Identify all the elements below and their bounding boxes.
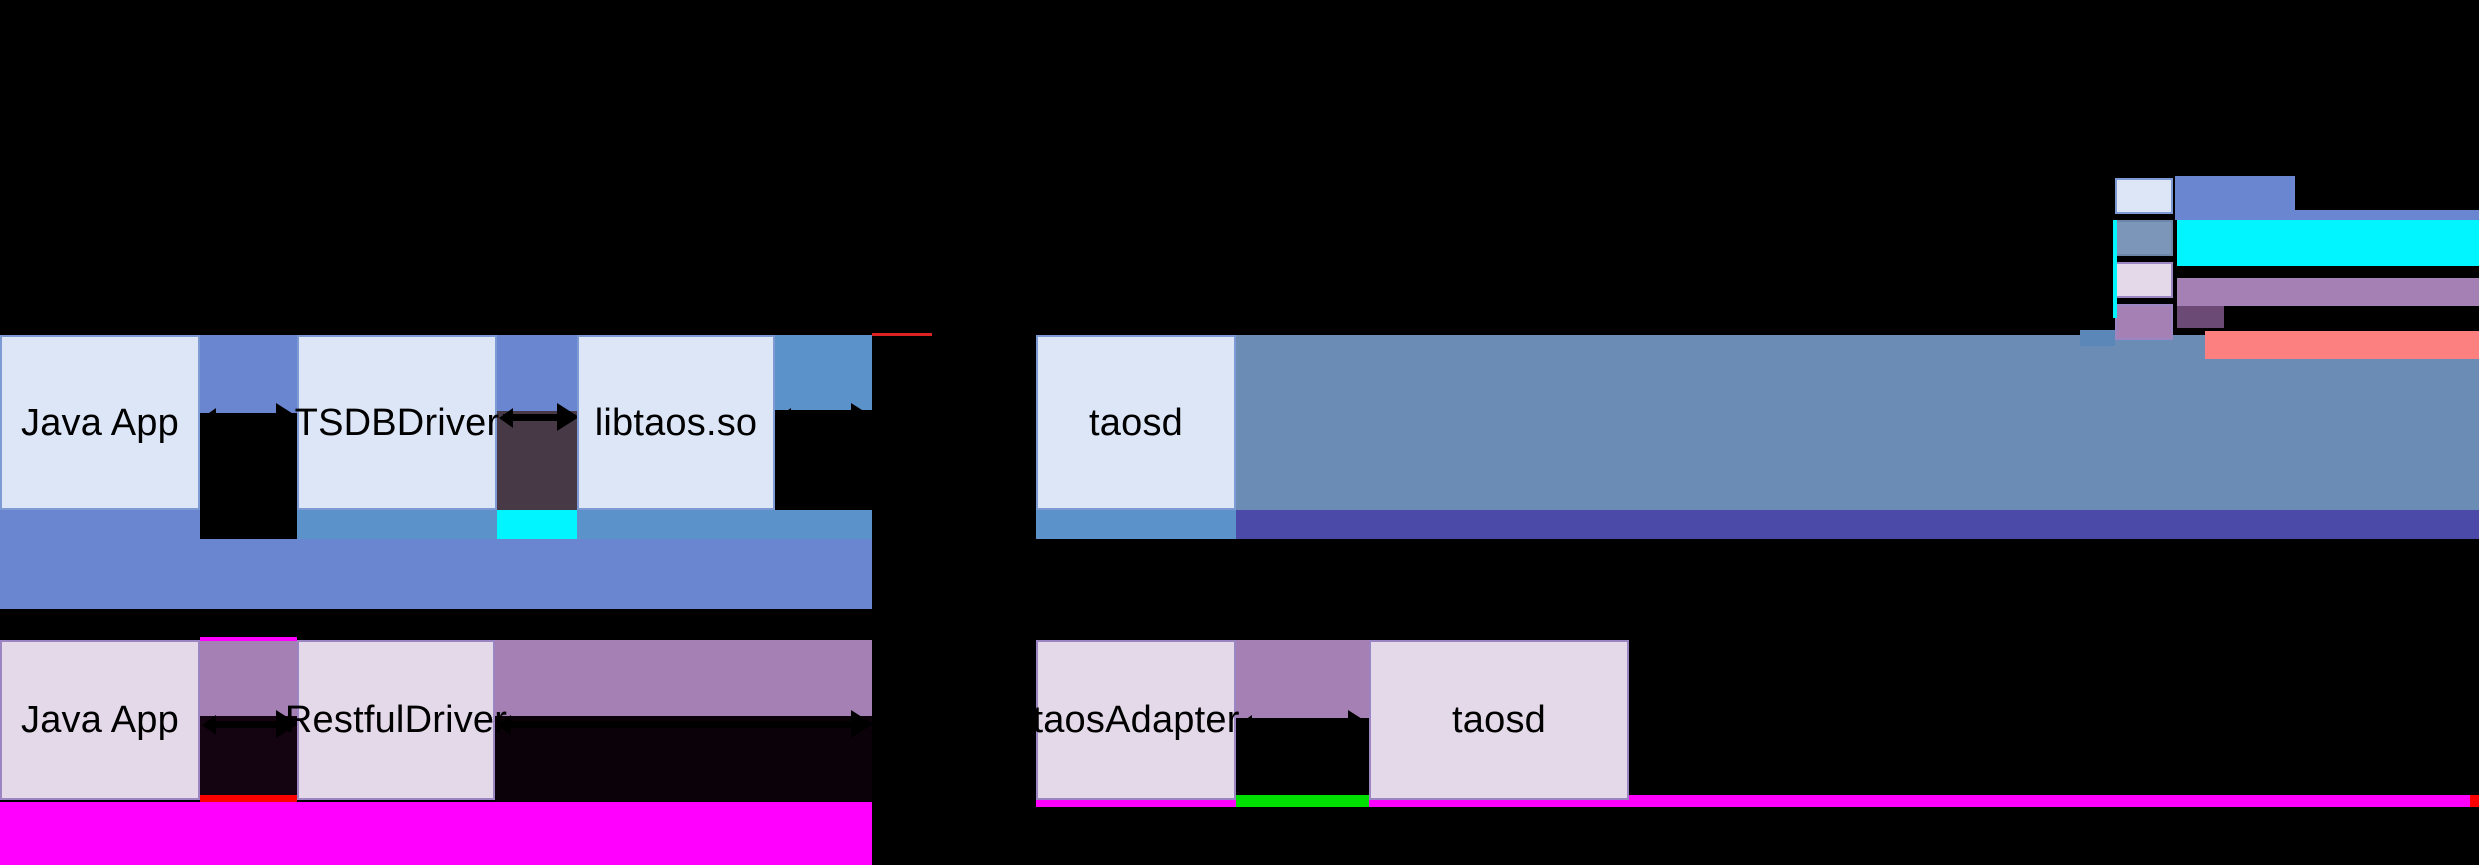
overlay-periwinkle-connector-2 [497,335,577,413]
overlay-line-red-top [872,333,932,336]
node-java-app-native[interactable]: Java App [0,335,200,510]
node-label: taosd [1089,401,1183,444]
overlay-rail-red [200,795,297,805]
legend-swatch-slateblue [2115,220,2173,256]
legend-row-1[interactable] [2115,178,2185,214]
legend-row-4[interactable] [2115,304,2185,340]
overlay-rail-taosd-native [1036,510,1236,539]
overlay-mauve-connector-2 [1236,640,1369,718]
overlay-legend-periwinkle-wide [2175,210,2479,220]
overlay-rail-steelblue-right [577,510,872,539]
overlay-legend-plum [2177,306,2224,328]
node-taos-adapter[interactable]: taosAdapter [1032,640,1239,800]
overlay-rail-green [1236,795,1369,807]
node-taosd-rest[interactable]: taosd [1369,640,1629,800]
node-label: TSDBDriver [294,401,500,444]
node-label: taosAdapter [1032,699,1240,741]
node-taosd-native[interactable]: taosd [1036,335,1236,510]
overlay-rail-magenta-right [1369,795,2477,807]
overlay-mauve-connector-1 [200,640,297,718]
overlay-legend-periwinkle [2175,176,2295,210]
legend-swatch-blue [2115,178,2173,214]
overlay-mauve-wide-band [495,640,872,718]
overlay-slateblue-panel [1236,335,2479,510]
overlay-rail-cyan [497,510,577,539]
legend-swatch-lavender [2115,262,2173,298]
node-libtaos-so[interactable]: libtaos.so [577,335,775,510]
node-label: Java App [21,401,179,444]
overlay-rail-red-tip [2470,795,2479,807]
node-label: taosd [1452,699,1546,741]
legend-row-3[interactable] [2115,262,2185,298]
node-java-app-rest[interactable]: Java App [0,640,200,800]
overlay-legend-steelblue-tab [2080,330,2115,346]
node-restful-driver[interactable]: RestfulDriver [285,640,507,800]
overlay-periwinkle-connector-1 [200,335,297,413]
overlay-nearblack-wide-band [495,716,872,802]
node-tsdb-driver[interactable]: TSDBDriver [294,335,500,510]
overlay-legend-mauve [2177,278,2479,306]
overlay-line-magenta-top [200,637,297,641]
overlay-legend-cyan-edge [2113,220,2117,318]
legend-swatch-mauve [2115,304,2173,340]
overlay-legend-cyan [2177,220,2479,266]
legend-row-2[interactable] [2115,220,2185,256]
node-label: RestfulDriver [284,699,508,741]
overlay-steelblue-connector-3 [775,335,872,410]
legend [2115,178,2479,350]
overlay-rail-indigo [1236,510,2479,539]
overlay-rail-steelblue-left [297,510,497,539]
node-label: libtaos.so [594,401,758,444]
overlay-band-periwinkle-wide [0,539,872,609]
node-label: Java App [21,699,179,741]
overlay-legend-salmon [2205,331,2479,359]
overlay-rail-magenta-left [0,802,872,865]
overlay-band-periwinkle-main [0,510,200,539]
